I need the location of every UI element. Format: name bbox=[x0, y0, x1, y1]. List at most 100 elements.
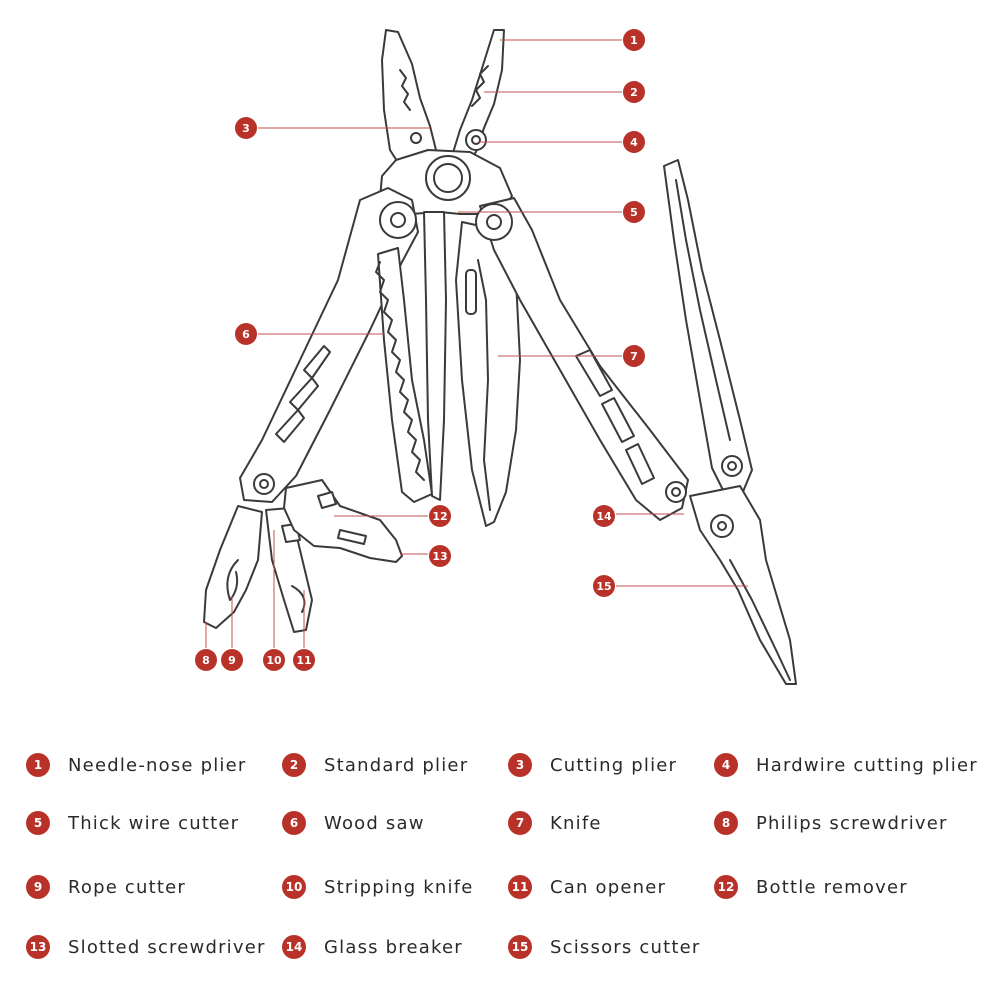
legend-item-3: 3 Cutting plier bbox=[508, 750, 677, 780]
callout-badge-circle bbox=[593, 575, 615, 597]
legend-number-badge: 15 bbox=[508, 935, 532, 959]
legend-item-14: 14 Glass breaker bbox=[282, 932, 463, 962]
callout-badge-circle bbox=[623, 201, 645, 223]
callout-badge-3: 3 bbox=[235, 117, 257, 139]
callout-number: 2 bbox=[630, 86, 638, 99]
legend-number-badge: 4 bbox=[714, 753, 738, 777]
legend-label: Standard plier bbox=[324, 754, 469, 776]
legend-label: Rope cutter bbox=[68, 876, 187, 898]
left-jaw-teeth bbox=[399, 69, 411, 111]
wood-saw-teeth bbox=[375, 261, 425, 481]
callout-badge-circle bbox=[195, 649, 217, 671]
callout-number: 4 bbox=[630, 136, 638, 149]
legend-number-badge: 12 bbox=[714, 875, 738, 899]
callout-number: 11 bbox=[296, 654, 311, 667]
callout-badge-circle bbox=[235, 323, 257, 345]
callout-number: 7 bbox=[630, 350, 638, 363]
legend-label: Can opener bbox=[550, 876, 667, 898]
right-handle-pivot-inner bbox=[486, 214, 502, 230]
callout-badge-12: 12 bbox=[429, 505, 451, 527]
screwdriver-arm-groove bbox=[675, 179, 731, 441]
legend-item-12: 12 Bottle remover bbox=[714, 872, 908, 902]
legend-item-9: 9 Rope cutter bbox=[26, 872, 186, 902]
callout-badge-15: 15 bbox=[593, 575, 615, 597]
left-handle-cutout-2 bbox=[289, 377, 319, 411]
callout-badge-circle bbox=[235, 117, 257, 139]
legend-number-badge: 3 bbox=[508, 753, 532, 777]
callout-badge-13: 13 bbox=[429, 545, 451, 567]
legend-label: Stripping knife bbox=[324, 876, 474, 898]
legend-number-badge: 14 bbox=[282, 935, 306, 959]
wood-saw-blade bbox=[377, 247, 433, 503]
callout-number: 12 bbox=[432, 510, 447, 523]
legend-number-badge: 10 bbox=[282, 875, 306, 899]
callout-number: 14 bbox=[596, 510, 612, 523]
callout-badge-9: 9 bbox=[221, 649, 243, 671]
left-lower-pivot-inner bbox=[259, 479, 269, 489]
left-handle-pivot-inner bbox=[390, 212, 406, 228]
bottle-opener-notch bbox=[317, 491, 337, 509]
legend-item-10: 10 Stripping knife bbox=[282, 872, 474, 902]
callout-badge-circle bbox=[263, 649, 285, 671]
legend-item-2: 2 Standard plier bbox=[282, 750, 468, 780]
right-handle-cutout-3 bbox=[625, 443, 655, 485]
callout-badge-10: 10 bbox=[263, 649, 285, 671]
legend-label: Cutting plier bbox=[550, 754, 678, 776]
callout-number: 9 bbox=[228, 654, 236, 667]
legend-number-badge: 2 bbox=[282, 753, 306, 777]
scissors-blade-line bbox=[729, 559, 791, 681]
legend-label: Bottle remover bbox=[756, 876, 908, 898]
callout-badge-circle bbox=[593, 505, 615, 527]
callout-badge-circle bbox=[623, 345, 645, 367]
left-handle-cutout-1 bbox=[303, 345, 331, 379]
callout-number: 3 bbox=[242, 122, 250, 135]
legend-item-8: 8 Philips screwdriver bbox=[714, 808, 948, 838]
legend-item-13: 13 Slotted screwdriver bbox=[26, 932, 266, 962]
callout-badge-circle bbox=[429, 545, 451, 567]
legend-label: Philips screwdriver bbox=[756, 812, 948, 834]
legend-label: Knife bbox=[550, 812, 602, 834]
legend-label: Scissors cutter bbox=[550, 936, 701, 958]
scissors-pivot-inner bbox=[717, 521, 727, 531]
main-pivot-inner bbox=[433, 163, 463, 193]
saw-spine bbox=[423, 211, 447, 501]
knife-thumb-notch bbox=[465, 269, 477, 315]
callout-badge-8: 8 bbox=[195, 649, 217, 671]
legend-number-badge: 13 bbox=[26, 935, 50, 959]
legend-number-badge: 11 bbox=[508, 875, 532, 899]
legend-label: Glass breaker bbox=[324, 936, 463, 958]
jaw-rivet bbox=[410, 132, 422, 144]
callout-badge-circle bbox=[293, 649, 315, 671]
legend-number-badge: 5 bbox=[26, 811, 50, 835]
left-handle-cutout-3 bbox=[275, 409, 305, 443]
callout-badge-6: 6 bbox=[235, 323, 257, 345]
legend-number-badge: 9 bbox=[26, 875, 50, 899]
legend-label: Slotted screwdriver bbox=[68, 936, 266, 958]
right-jaw-teeth bbox=[471, 65, 489, 107]
right-handle-cutout-2 bbox=[601, 397, 635, 443]
callout-number: 8 bbox=[202, 654, 210, 667]
callout-badge-7: 7 bbox=[623, 345, 645, 367]
callout-badge-circle bbox=[429, 505, 451, 527]
knife-blade-edge bbox=[477, 259, 491, 511]
screwdriver-pivot-inner bbox=[727, 461, 737, 471]
callout-badge-4: 4 bbox=[623, 131, 645, 153]
callout-badge-circle bbox=[221, 649, 243, 671]
callout-badge-2: 2 bbox=[623, 81, 645, 103]
callout-badge-circle bbox=[623, 29, 645, 51]
legend-label: Wood saw bbox=[324, 812, 425, 834]
slotted-screwdriver-slot bbox=[337, 529, 367, 545]
legend-number-badge: 8 bbox=[714, 811, 738, 835]
callout-badge-1: 1 bbox=[623, 29, 645, 51]
callout-badge-11: 11 bbox=[293, 649, 315, 671]
callout-number: 6 bbox=[242, 328, 250, 341]
callout-number: 15 bbox=[596, 580, 611, 593]
screwdriver-arm bbox=[663, 159, 753, 497]
